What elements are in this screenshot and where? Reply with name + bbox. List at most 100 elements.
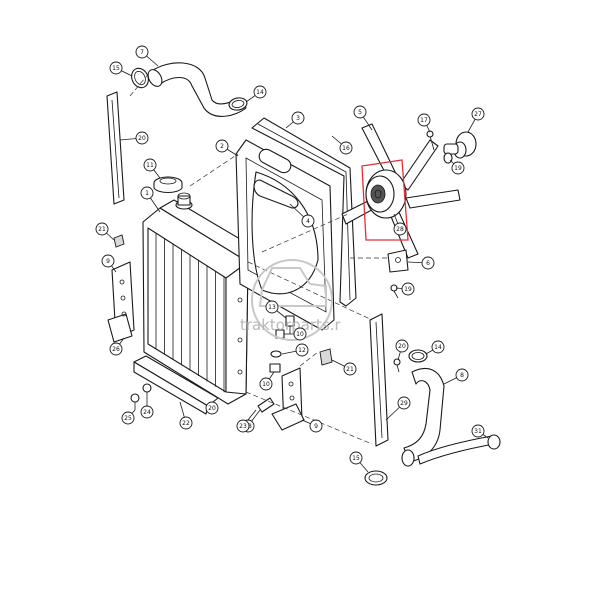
callout-20: 20 <box>395 339 409 353</box>
callout-number: 20 <box>138 135 146 142</box>
callout-circle <box>259 377 273 391</box>
callout-circle <box>109 61 123 75</box>
callout-circle <box>215 139 229 153</box>
callout-number: 9 <box>314 423 318 430</box>
callout-circle <box>471 107 485 121</box>
callout-6: 6 <box>421 256 435 270</box>
callout-24: 24 <box>140 405 154 419</box>
callout-number: 28 <box>396 226 404 233</box>
callout-number: 9 <box>106 258 110 265</box>
callout-number: 14 <box>256 89 264 96</box>
callout-number: 13 <box>268 304 276 311</box>
callout-circle <box>95 222 109 236</box>
callout-circle <box>349 451 363 465</box>
callout-circle <box>343 362 357 376</box>
callout-circle <box>140 186 154 200</box>
callout-27: 27 <box>471 107 485 121</box>
hose-clamp-lower-right <box>408 349 428 363</box>
callout-circle <box>451 161 465 175</box>
callout-circle <box>135 45 149 59</box>
callout-23: 23 <box>236 419 250 433</box>
fan-hub <box>365 169 407 219</box>
callout-circle <box>121 411 135 425</box>
side-seal-right <box>369 313 389 447</box>
callout-10: 10 <box>259 377 273 391</box>
callout-circle <box>179 416 193 430</box>
callout-circle <box>353 105 367 119</box>
callout-8: 8 <box>455 368 469 382</box>
callout-25: 25 <box>121 411 135 425</box>
callout-number: 16 <box>342 145 350 152</box>
bolt-24 <box>142 383 152 402</box>
callout-9: 9 <box>101 254 115 268</box>
callout-circle <box>101 254 115 268</box>
nut-10b <box>269 363 281 373</box>
bolt-25 <box>130 393 140 410</box>
callout-12: 12 <box>295 343 309 357</box>
callouts: 7151420111219263241651727192861913101210… <box>95 45 485 465</box>
callout-number: 22 <box>182 420 190 427</box>
bolt-13 <box>285 315 295 334</box>
callout-circle <box>109 342 123 356</box>
callout-21: 21 <box>95 222 109 236</box>
callout-31: 31 <box>471 424 485 438</box>
callout-19: 19 <box>401 282 415 296</box>
callout-number: 23 <box>239 423 247 430</box>
callout-circle <box>205 401 219 415</box>
callout-number: 25 <box>124 415 132 422</box>
callout-14: 14 <box>431 340 445 354</box>
callout-17: 17 <box>417 113 431 127</box>
callout-circle <box>143 158 157 172</box>
callout-number: 1 <box>145 190 149 197</box>
callout-11: 11 <box>143 158 157 172</box>
callout-number: 19 <box>454 165 462 172</box>
hose-clamp-upper-right <box>228 97 248 111</box>
callout-circle <box>393 222 407 236</box>
lower-hose <box>401 368 445 467</box>
callout-4: 4 <box>301 214 315 228</box>
callout-circle <box>253 85 267 99</box>
callout-7: 7 <box>135 45 149 59</box>
callout-number: 8 <box>460 372 464 379</box>
callout-number: 4 <box>306 218 310 225</box>
hose-clamp-upper-left <box>131 67 149 89</box>
hose-clamp-pipe <box>487 434 501 450</box>
side-seal-left <box>106 91 125 205</box>
callout-number: 27 <box>474 111 482 118</box>
callout-26: 26 <box>109 342 123 356</box>
callout-circle <box>471 424 485 438</box>
bolt-19-lower <box>390 284 399 299</box>
bracket-left <box>107 261 135 343</box>
callout-14: 14 <box>253 85 267 99</box>
hose-clamp-lower-left <box>364 470 388 486</box>
callout-circle <box>417 113 431 127</box>
radiator-core <box>142 192 263 405</box>
bolt-26-right <box>393 358 401 373</box>
callout-15: 15 <box>109 61 123 75</box>
shroud-seal <box>251 117 357 307</box>
callout-number: 6 <box>426 260 430 267</box>
plate-small-left <box>113 234 125 248</box>
fan-shroud <box>235 139 335 331</box>
assembly-lines <box>129 71 373 445</box>
callout-16: 16 <box>339 141 353 155</box>
callout-20: 20 <box>135 131 149 145</box>
bracket-lower-center <box>271 367 305 431</box>
callout-circle <box>135 131 149 145</box>
bolt-17 <box>426 130 435 151</box>
callout-3: 3 <box>291 111 305 125</box>
callout-19: 19 <box>451 161 465 175</box>
callout-number: 5 <box>358 109 362 116</box>
callout-number: 3 <box>296 115 300 122</box>
callout-circle <box>395 339 409 353</box>
callout-circle <box>339 141 353 155</box>
callout-circle <box>397 396 411 410</box>
callout-circle <box>140 405 154 419</box>
pulley-hub-27 <box>443 131 477 159</box>
callout-number: 29 <box>400 400 408 407</box>
callout-number: 7 <box>140 49 144 56</box>
callout-number: 2 <box>220 143 224 150</box>
callout-number: 31 <box>474 428 482 435</box>
callout-22: 22 <box>179 416 193 430</box>
